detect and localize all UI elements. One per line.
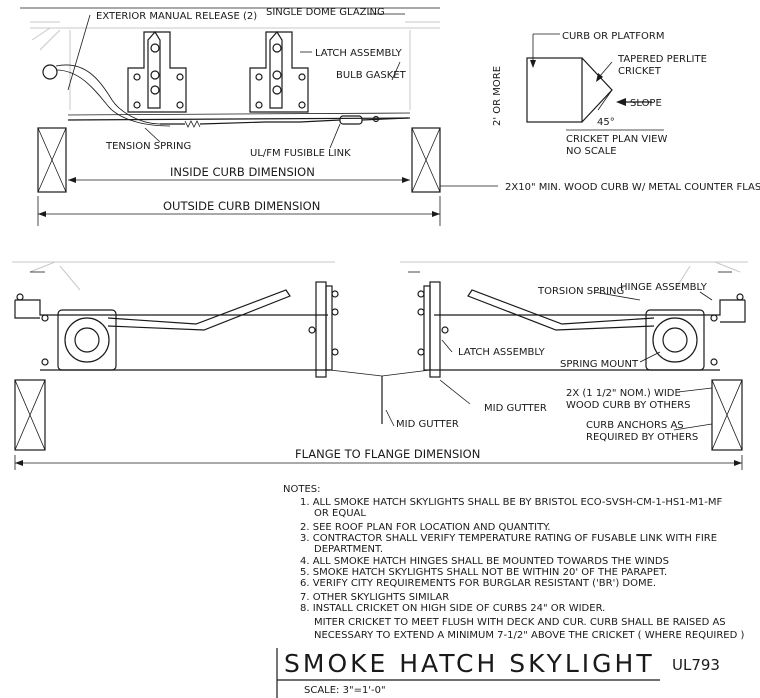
left-wood-curb [37,127,67,193]
fusible-link-label: UL/FM FUSIBLE LINK [250,148,351,159]
top-section-detail: EXTERIOR MANUAL RELEASE (2) SINGLE DOME … [20,7,760,226]
note-line: OR EQUAL [314,508,366,519]
tension-spring-label: TENSION SPRING [105,141,191,152]
release-ring [42,64,58,80]
right-latch [417,281,449,378]
drawing-code: UL793 [672,656,720,674]
note-line: 6. VERIFY CITY REQUIREMENTS FOR BURGLAR … [300,578,656,589]
inside-curb-label: INSIDE CURB DIMENSION [170,165,315,179]
latch-assembly-right [249,30,309,113]
wood-curb-line1: 2X (1 1/2" NOM.) WIDE [566,388,681,399]
note-line: NECESSARY TO EXTEND A MINIMUM 7-1/2" ABO… [314,630,744,641]
note-line: 8. INSTALL CRICKET ON HIGH SIDE OF CURBS… [300,603,605,614]
spring-mount-label: SPRING MOUNT [560,359,639,370]
mid-gutter-right-label: MID GUTTER [484,403,547,414]
right-wood-curb [411,127,441,193]
wood-curb-label: 2X10" MIN. WOOD CURB W/ METAL COUNTER FL… [505,182,760,193]
curb-or-platform-label: CURB OR PLATFORM [562,31,665,42]
note-line: MITER CRICKET TO MEET FLUSH WITH DECK AN… [314,617,726,628]
title-block: SMOKE HATCH SKYLIGHT UL793 SCALE: 3"=1'-… [276,648,720,698]
note-line: 7. OTHER SKYLIGHTS SIMILAR [300,592,449,603]
left-bottom-curb [14,379,46,451]
tapered-perlite-label: TAPERED PERLITE [617,54,707,65]
single-dome-glazing-label: SINGLE DOME GLAZING [266,7,385,18]
fusible-link-icon [339,115,363,125]
bulb-gasket-label: BULB GASKET [336,70,407,81]
drawing-scale: SCALE: 3"=1'-0" [304,685,386,696]
left-latch [308,281,339,378]
note-line: 1. ALL SMOKE HATCH SKYLIGHTS SHALL BE BY… [300,497,722,508]
notes-heading: NOTES: [283,484,321,495]
curb-anchors-line1: CURB ANCHORS AS [586,420,684,431]
mid-gutter-left-label: MID GUTTER [396,419,459,430]
note-line: 5. SMOKE HATCH SKYLIGHTS SHALL NOT BE WI… [300,567,667,578]
wood-curb-line2: WOOD CURB BY OTHERS [566,400,691,411]
angle-label: 45° [597,117,615,128]
cricket-plan-view: CURB OR PLATFORM TAPERED PERLITE CRICKET… [492,31,707,157]
cricket-plan-view-label: CRICKET PLAN VIEW [566,134,667,145]
right-bottom-curb [711,379,743,451]
torsion-spring-label: TORSION SPRING [537,286,624,297]
slope-label: SLOPE [630,98,662,109]
note-line: 4. ALL SMOKE HATCH HINGES SHALL BE MOUNT… [300,556,669,567]
left-spring-mount [57,309,117,371]
bottom-latch-assembly-label: LATCH ASSEMBLY [458,347,546,358]
bottom-elevation-detail: TORSION SPRING HINGE ASSEMBLY LATCH ASSE… [12,261,748,470]
latch-assembly-left [127,30,187,113]
cricket-label: CRICKET [618,66,662,77]
note-line: 3. CONTRACTOR SHALL VERIFY TEMPERATURE R… [300,533,717,544]
no-scale-label: NO SCALE [566,146,617,157]
flange-dimension-label: FLANGE TO FLANGE DIMENSION [295,447,480,461]
exterior-manual-release-label: EXTERIOR MANUAL RELEASE (2) [96,11,257,22]
hinge-assembly-label: HINGE ASSEMBLY [620,282,708,293]
drawing-title: SMOKE HATCH SKYLIGHT [284,649,655,678]
two-or-more-label: 2' OR MORE [492,66,503,126]
note-line: DEPARTMENT. [314,544,383,555]
curb-anchors-line2: REQUIRED BY OTHERS [586,432,698,443]
outside-curb-label: OUTSIDE CURB DIMENSION [163,199,320,213]
right-spring-mount [645,309,705,371]
latch-assembly-label: LATCH ASSEMBLY [315,48,403,59]
note-line: 2. SEE ROOF PLAN FOR LOCATION AND QUANTI… [300,522,550,533]
notes-block: NOTES: 1. ALL SMOKE HATCH SKYLIGHTS SHAL… [283,484,744,641]
